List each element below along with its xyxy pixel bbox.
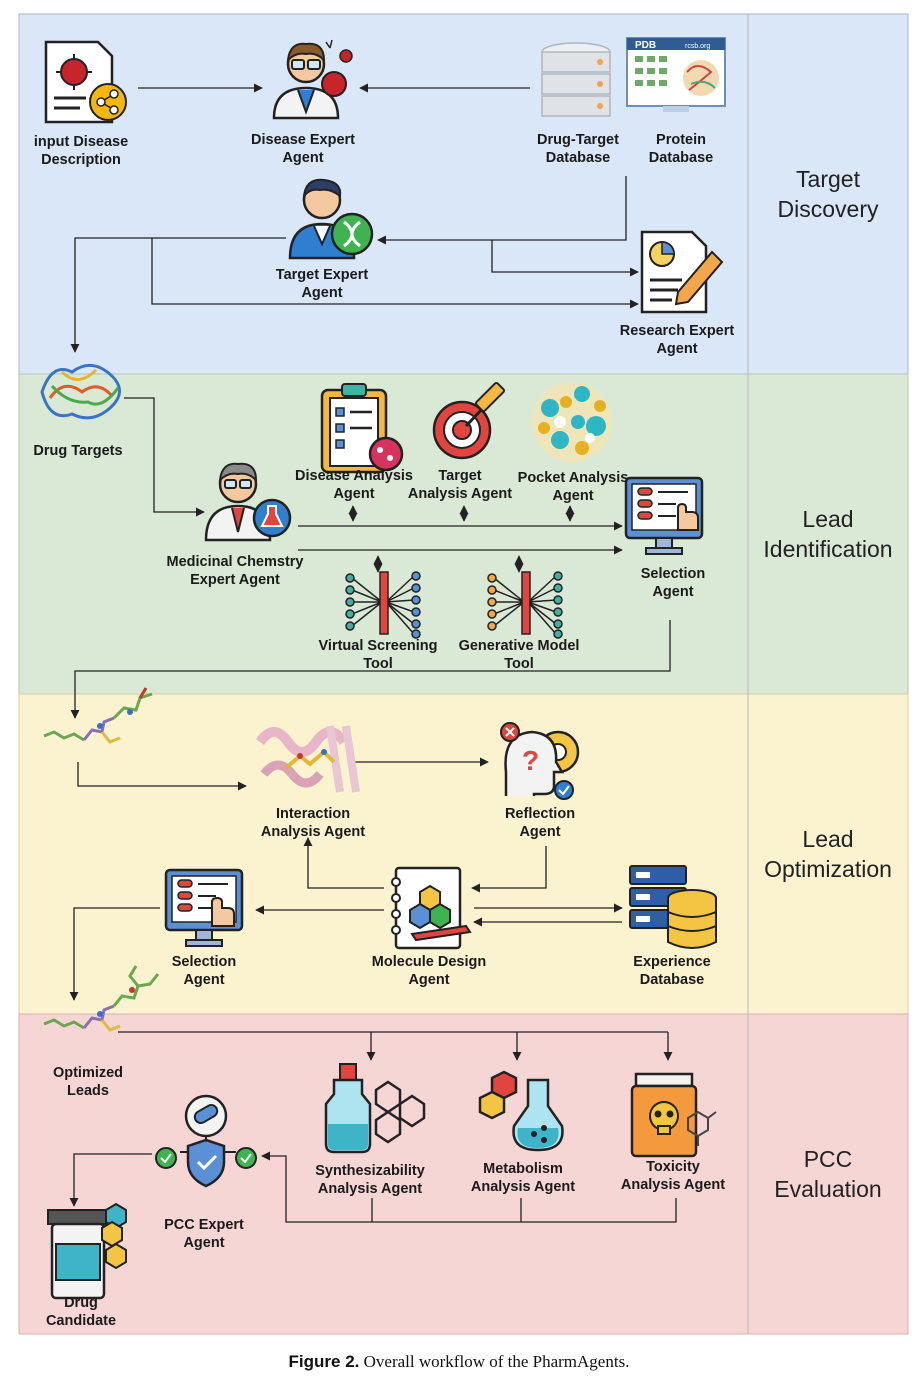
arrow-target-to-drug-targets: [70, 237, 286, 353]
synthesis-flask-icon: [324, 1063, 426, 1154]
stage-title-lead-optimization: Lead Optimization: [764, 826, 892, 882]
molecule-design-notebook-icon: [391, 866, 472, 950]
drug-candidate-bottle-icon: [47, 1202, 127, 1300]
label-reflection: Reflection Agent: [504, 806, 576, 840]
label-input-disease: input Disease Description: [33, 134, 129, 168]
label-experience-db: Experience Database: [633, 954, 711, 988]
arrow-selection-to-optimized: [69, 907, 160, 1001]
label-metabolism: Metabolism Analysis Agent: [470, 1161, 576, 1195]
toxicity-skull-icon: [630, 1072, 717, 1158]
optimized-lead-molecule-icon: [43, 965, 160, 1032]
label-disease-analysis: Disease Analysis Agent: [295, 468, 413, 502]
medchem-expert-icon: [204, 462, 292, 542]
band-pcc-evaluation: [18, 1013, 909, 1335]
label-disease-expert: Disease Expert Agent: [251, 132, 355, 166]
arrow-lead-to-interaction: [77, 762, 247, 791]
label-research-expert: Research Expert Agent: [619, 323, 735, 357]
arrow-selection-to-lead: [70, 620, 671, 719]
arrow-drug-targets-to-medchem: [124, 397, 205, 517]
arrow-target-to-research: [151, 238, 639, 309]
selection-monitor-icon: [164, 868, 244, 947]
drug-targets-protein-icon: [40, 364, 121, 420]
generative-model-network-icon: [487, 571, 563, 639]
label-toxicity: Toxicity Analysis Agent: [620, 1159, 726, 1193]
arrow-analyses-merge: [261, 1151, 373, 1223]
label-target-expert: Target Expert Agent: [275, 267, 369, 301]
clipboard-virus-icon: [320, 383, 404, 474]
label-target-analysis: Target Analysis Agent: [407, 468, 513, 502]
selection-monitor-icon: [624, 476, 704, 555]
rcsb-text: rcsb.org: [685, 43, 710, 50]
arrow-protein-to-target-expert: [377, 176, 627, 245]
label-selection-agent-2: Selection Agent: [171, 954, 237, 988]
label-molecule-design: Molecule Design Agent: [371, 954, 487, 988]
label-generative-model: Generative Model Tool: [458, 638, 580, 672]
band-target-discovery: [18, 13, 909, 375]
label-pocket-analysis: Pocket Analysis Agent: [517, 470, 629, 504]
label-drug-target-db: Drug-Target Database: [537, 132, 619, 166]
label-synthesizability: Synthesizability Analysis Agent: [315, 1163, 425, 1197]
label-virtual-screening: Virtual Screening Tool: [318, 638, 438, 672]
experience-database-icon: [629, 865, 717, 949]
question-mark-icon: ?: [522, 745, 539, 776]
database-icon: [541, 42, 611, 117]
label-protein-db: Protein Database: [648, 132, 714, 166]
disease-expert-icon: [272, 39, 353, 120]
arrow-pcc-to-candidate: [69, 1153, 152, 1207]
target-expert-icon: [288, 178, 374, 260]
pocket-surface-icon: [532, 382, 612, 462]
document-virus-icon: [44, 40, 127, 124]
pdb-logo-text: PDB: [635, 40, 656, 51]
stage-title-target-discovery: Target Discovery: [777, 166, 879, 222]
protein-database-icon: PDB rcsb.org: [626, 37, 726, 112]
figure-caption-text: Overall workflow of the PharmAgents.: [363, 1352, 630, 1371]
lead-molecule-icon: [43, 687, 153, 744]
arrow-db-to-research: [491, 240, 639, 277]
label-pcc-expert: PCC Expert Agent: [164, 1217, 244, 1251]
label-selection-agent-1: Selection Agent: [640, 566, 706, 600]
research-report-icon: [640, 230, 724, 314]
band-lead-optimization: [18, 693, 909, 1015]
reflection-head-icon: ?: [500, 722, 580, 800]
pcc-expert-icon: [155, 1094, 257, 1188]
label-medchem-expert: Medicinal Chemstry Expert Agent: [166, 554, 304, 588]
arrow-reflection-to-design: [471, 846, 547, 893]
metabolism-flask-icon: [478, 1070, 564, 1152]
stage-title-lead-identification: Lead Identification: [763, 506, 893, 562]
label-optimized-leads: Optimized Leads: [52, 1065, 124, 1099]
virtual-screening-network-icon: [345, 571, 421, 639]
figure-caption: Figure 2. Overall workflow of the PharmA…: [0, 1352, 918, 1372]
target-syringe-icon: [432, 381, 506, 460]
label-drug-targets: Drug Targets: [33, 443, 123, 459]
interaction-ribbon-icon: [255, 725, 360, 793]
arrows: [69, 83, 677, 1223]
label-interaction-analysis: Interaction Analysis Agent: [260, 806, 366, 840]
arrow-design-to-interaction: [303, 837, 384, 889]
figure-number: Figure 2.: [288, 1352, 360, 1371]
label-drug-candidate: Drug Candidate: [45, 1295, 117, 1329]
arrow-toxicity-merge: [521, 1198, 677, 1223]
stage-title-pcc-evaluation: PCC Evaluation: [774, 1146, 882, 1202]
